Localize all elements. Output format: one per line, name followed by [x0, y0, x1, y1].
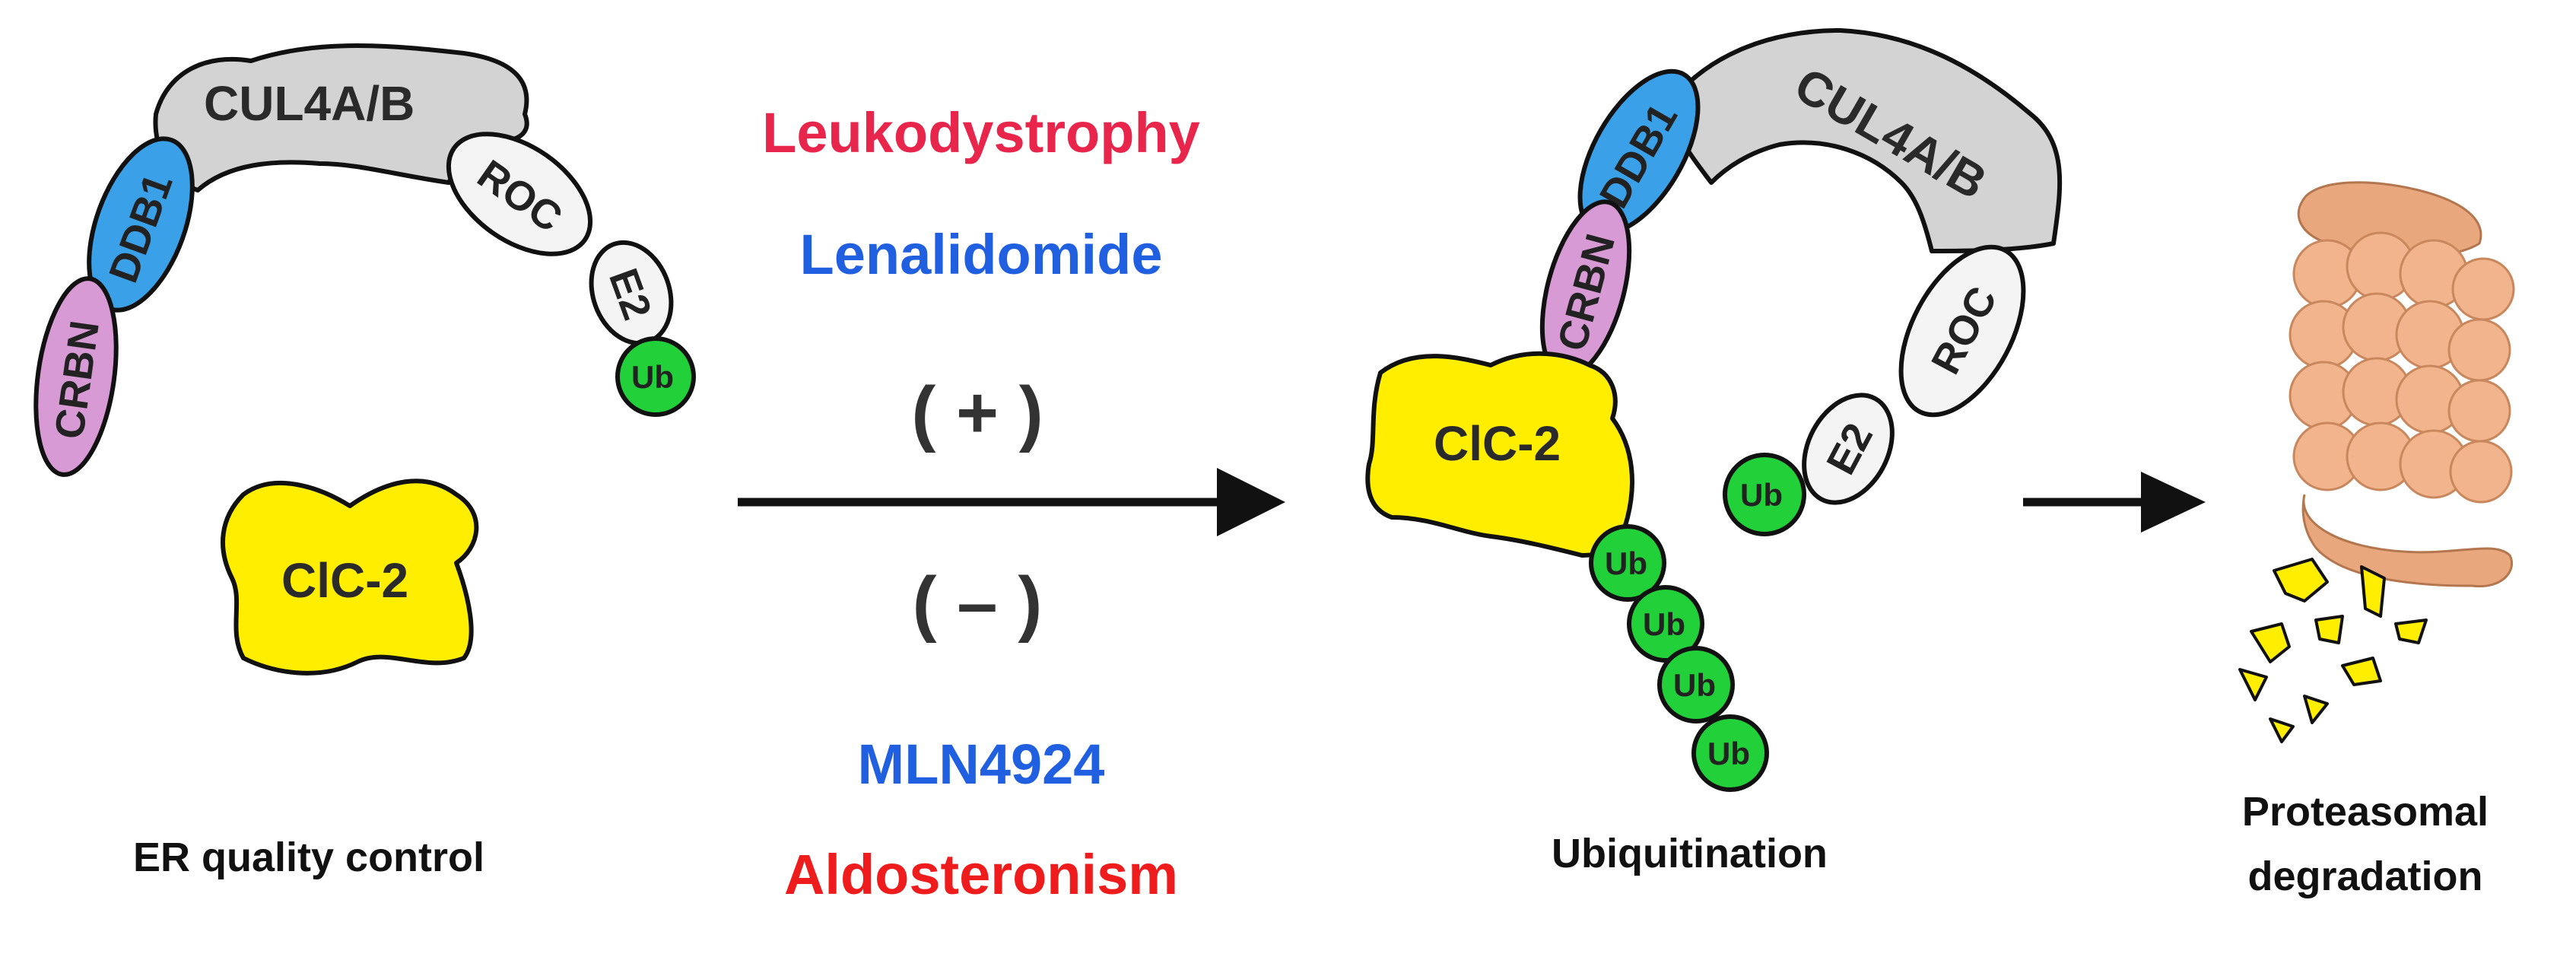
proteasome-core [2289, 231, 2515, 504]
chain-ub-1: Ub [1589, 524, 1666, 602]
middle-clc2-protein: ClC-2 [1365, 351, 1634, 558]
protein-fragment-icon [2238, 558, 2428, 743]
right-arrow-icon [738, 468, 1285, 536]
right-arrow-icon-2 [2023, 472, 2206, 533]
left-e3-ligase-complex: CUL4A/B ROC E2 Ub DDB1 CRBN [33, 43, 696, 477]
left-ub-label: Ub [631, 359, 674, 395]
chain-ub-3: Ub [1657, 646, 1735, 723]
middle-ub-on-e2: Ub [1723, 453, 1806, 536]
middle-roc-subunit: ROC [1898, 244, 2026, 418]
inhibitor-disease: Aldosteronism [784, 843, 1178, 906]
caption-proteasomal: Proteasomal [2242, 789, 2489, 835]
inhibitor-drug: MLN4924 [858, 733, 1105, 796]
left-ub: Ub [615, 336, 696, 417]
chain-ub-2: Ub [1627, 585, 1704, 663]
middle-clc2-label: ClC-2 [1434, 416, 1561, 471]
left-e2-subunit: E2 [589, 240, 674, 346]
chain-ub-2-label: Ub [1643, 606, 1685, 642]
proteasome-icon [2289, 181, 2515, 588]
chain-ub-4-label: Ub [1707, 736, 1750, 771]
middle-ub-on-e2-label: Ub [1740, 477, 1783, 513]
middle-e2-subunit: E2 [1802, 393, 1895, 505]
caption-degradation: degradation [2247, 854, 2482, 899]
chain-ub-3-label: Ub [1673, 667, 1716, 703]
chain-ub-1-label: Ub [1605, 545, 1647, 581]
minus-sign: ( – ) [913, 562, 1043, 644]
left-clc2-protein: ClC-2 [221, 479, 479, 676]
left-clc2-label: ClC-2 [281, 553, 408, 608]
left-ddb1-subunit: DDB1 [87, 136, 195, 313]
middle-e3-ligase-complex: CUL4A/B ROC E2 Ub DDB1 CRBN [1539, 28, 2063, 536]
plus-sign: ( + ) [911, 372, 1043, 453]
left-crbn-subunit: CRBN [33, 276, 119, 477]
left-roc-subunit: ROC [446, 132, 593, 256]
chain-ub-4: Ub [1691, 714, 1769, 792]
caption-ubiquitination: Ubiquitination [1552, 831, 1828, 876]
promoter-disease: Leukodystrophy [762, 101, 1200, 164]
left-cul4ab-label: CUL4A/B [204, 76, 415, 131]
promoter-drug: Lenalidomide [800, 223, 1163, 286]
caption-er-quality-control: ER quality control [133, 835, 484, 880]
middle-crbn-subunit: CRBN [1539, 199, 1632, 379]
polyubiquitin-chain: Ub Ub Ub Ub [1589, 524, 1769, 792]
